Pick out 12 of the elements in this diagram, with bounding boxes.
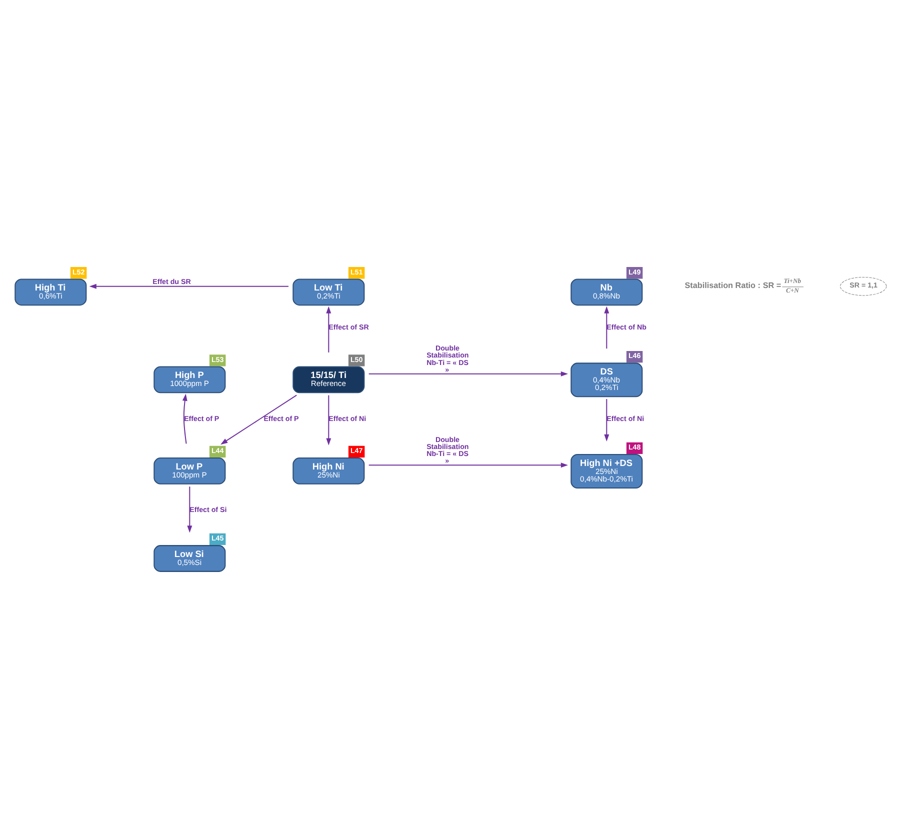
arrow <box>89 284 288 289</box>
arrow <box>220 394 297 445</box>
arrow <box>604 306 610 349</box>
arrow <box>368 371 568 376</box>
arrow <box>182 394 188 444</box>
label: SR = <box>762 280 782 290</box>
arrow <box>326 395 332 446</box>
arrow <box>187 486 192 533</box>
arrow <box>604 399 610 442</box>
arrow <box>368 462 568 468</box>
label: Stabilisation Ratio : <box>684 280 760 290</box>
arrow <box>326 306 332 352</box>
